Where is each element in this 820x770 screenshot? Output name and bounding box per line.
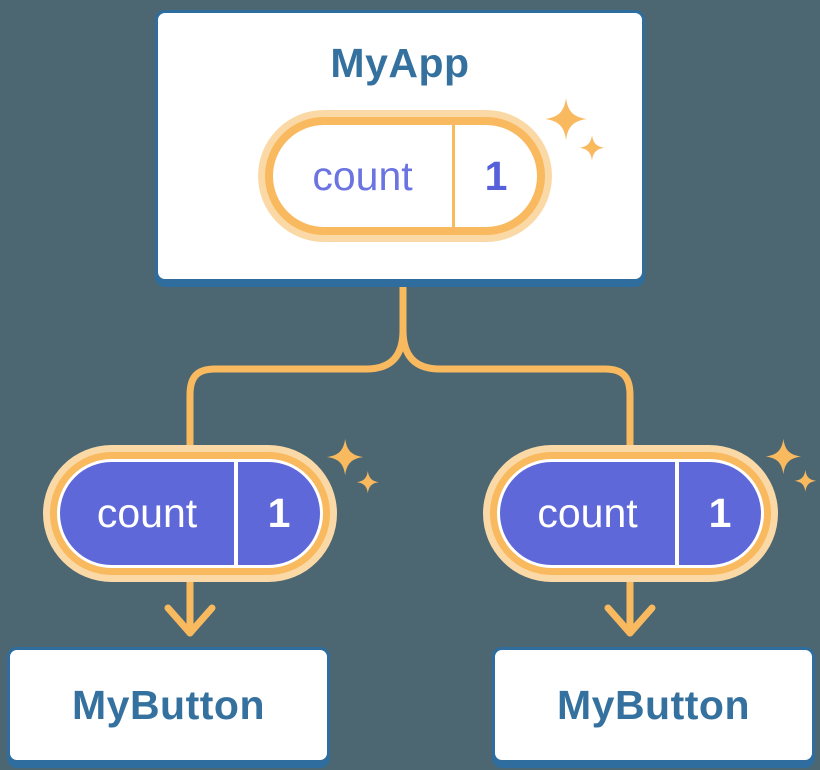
state-pill-ring: count 1 <box>50 452 330 575</box>
state-value: 1 <box>708 490 732 536</box>
connector-right-branch <box>399 284 634 637</box>
state-name-label: count <box>96 490 198 536</box>
state-value: 1 <box>267 490 291 536</box>
component-title-mybutton: MyButton <box>71 681 265 728</box>
pill-divider <box>675 462 679 565</box>
sparkle-icon <box>326 438 379 494</box>
state-pill-ring: count 1 <box>265 117 545 235</box>
state-pill-root: count 1 <box>258 110 552 242</box>
component-title-mybutton: MyButton <box>556 681 750 728</box>
component-card-mybutton-left: MyButton <box>7 647 330 763</box>
state-pill-child-right: count 1 <box>483 445 778 582</box>
state-pill-core: count 1 <box>500 462 761 565</box>
component-title-myapp: MyApp <box>330 40 470 86</box>
state-name-label: count <box>312 152 413 199</box>
state-pill-core: count 1 <box>60 462 320 565</box>
state-name-label: count <box>537 490 638 536</box>
state-pill-ring: count 1 <box>490 452 771 575</box>
sparkle-icon <box>765 438 817 492</box>
arrowhead-left-icon <box>164 604 216 637</box>
state-value: 1 <box>484 152 508 199</box>
state-pill-child-left: count 1 <box>43 445 337 582</box>
pill-divider <box>234 462 238 565</box>
pill-divider <box>452 125 455 227</box>
sparkle-icon <box>545 98 605 161</box>
component-card-mybutton-right: MyButton <box>492 647 815 763</box>
arrowhead-right-icon <box>604 604 656 637</box>
